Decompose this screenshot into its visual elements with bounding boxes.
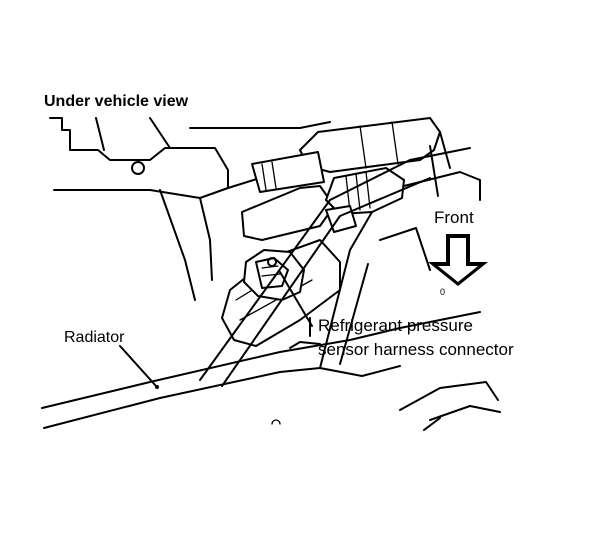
front-arrow-sublabel: 0 [440,287,446,297]
radiator-body [41,147,481,429]
sensor-label-line2: sensor harness connector [318,340,514,359]
upper-hose [251,117,441,193]
sensor-label-line1: Refrigerant pressure [318,316,473,335]
front-arrow-icon [428,234,488,286]
leader-lines [119,271,313,389]
radiator-label: Radiator [64,329,125,346]
view-title: Under vehicle view [44,93,189,110]
front-label: Front [434,208,474,227]
right-side-structure [379,131,501,431]
